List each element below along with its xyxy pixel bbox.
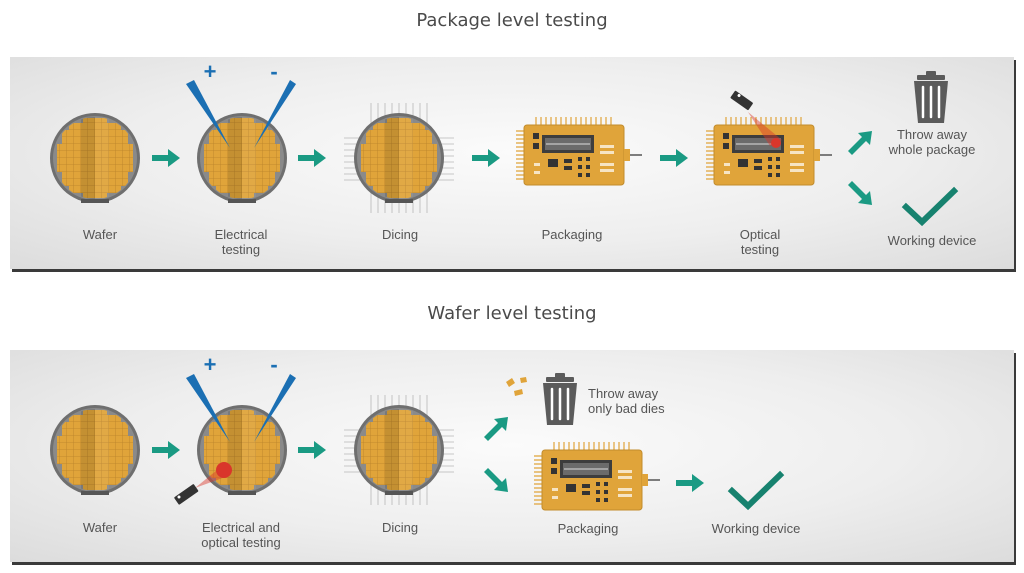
arrow-icon-1e [848, 131, 872, 155]
trash-icon-1 [912, 69, 950, 125]
arrow-icon-1b [298, 149, 326, 167]
label-wafer-2: Wafer [82, 520, 118, 535]
trash-icon-2 [541, 371, 579, 427]
probe-minus-sign-2: - [270, 352, 278, 377]
wafer-icon-2 [50, 405, 140, 495]
label-packaging-1: Packaging [541, 227, 603, 242]
electrical-wafer-icon [197, 113, 287, 203]
label-dicing-1: Dicing [381, 227, 419, 242]
probe-plus-sign-2: + [203, 352, 217, 377]
checkmark-icon-1 [906, 191, 954, 222]
arrow-icon-1a [152, 149, 180, 167]
arrow-icon-2a [152, 441, 180, 459]
wafer-icon-1 [50, 113, 140, 203]
arrow-icon-1c [472, 149, 500, 167]
probe-minus-icon [254, 80, 296, 148]
wafer-level-title: Wafer level testing [427, 303, 597, 324]
probe-plus-icon [186, 80, 230, 148]
package-board-icon-2 [533, 441, 661, 511]
laser-icon-1 [730, 90, 782, 148]
wafer-level-panel [10, 350, 1014, 562]
dicing-wafer-icon-2 [354, 405, 444, 495]
probe-minus-sign: - [270, 59, 278, 84]
package-board-icon-1 [515, 116, 643, 186]
probe-plus-icon-2 [186, 374, 230, 442]
probe-minus-icon-2 [254, 374, 296, 442]
label-dicing-2: Dicing [381, 520, 419, 535]
probe-plus-sign: + [203, 59, 217, 84]
bad-dies-icon [506, 377, 527, 396]
label-packaging-2: Packaging [557, 521, 619, 536]
arrow-icon-2e [676, 474, 704, 492]
label-wafer-1: Wafer [82, 227, 118, 242]
arrow-icon-1d [660, 149, 688, 167]
package-level-title: Package level testing [416, 10, 608, 31]
checkmark-icon-2 [732, 475, 780, 506]
arrow-icon-2c [484, 417, 508, 441]
arrow-icon-1f [848, 181, 872, 205]
optical-board-icon [705, 116, 833, 186]
package-level-panel [10, 57, 1014, 269]
arrow-icon-2b [298, 441, 326, 459]
label-working-device-2: Working device [711, 521, 801, 536]
laser-icon-2 [174, 462, 232, 505]
arrow-icon-2d [484, 468, 508, 492]
label-working-device-1: Working device [887, 233, 977, 248]
dicing-wafer-icon-1 [354, 113, 444, 203]
